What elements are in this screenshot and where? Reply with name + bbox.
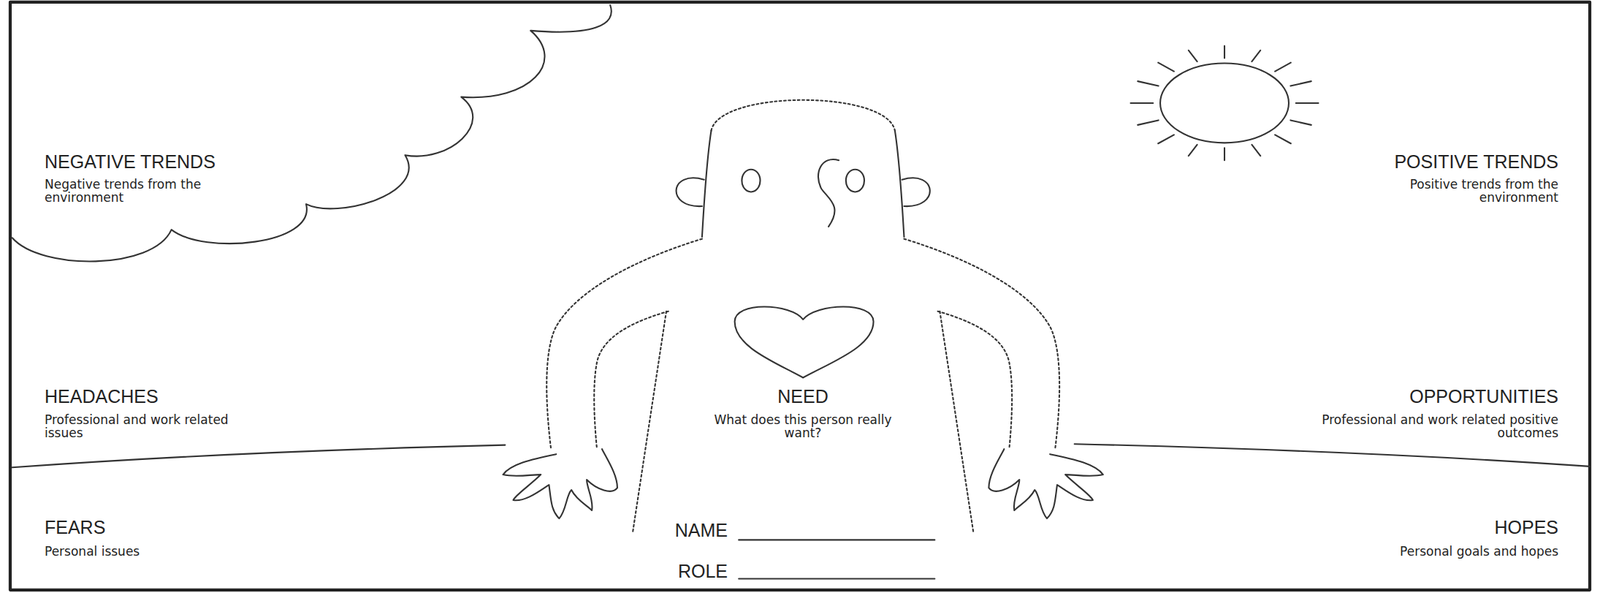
arm-inner <box>593 311 669 449</box>
head-top <box>710 100 895 131</box>
hand <box>503 448 618 518</box>
section-description: Professional and work related positive o… <box>1309 412 1559 440</box>
head-side <box>894 130 905 237</box>
section-heading: POSITIVE TRENDS <box>1393 150 1559 173</box>
heart <box>734 306 874 377</box>
horizon-line <box>12 444 506 468</box>
body-outline <box>546 238 703 450</box>
ear <box>902 177 931 207</box>
sun <box>1160 63 1289 144</box>
hand <box>988 448 1103 518</box>
figure-right-half <box>846 130 1104 533</box>
section-description: Positive trends from the environment <box>1339 177 1559 204</box>
section-heading: HEADACHES <box>44 385 159 407</box>
field-label: NAME <box>675 518 728 541</box>
role-field-line <box>738 577 935 579</box>
section-heading: FEARS <box>44 515 106 538</box>
torso-side <box>939 311 974 533</box>
section-heading: HOPES <box>1494 515 1559 538</box>
section-heading: NEED <box>777 385 828 407</box>
field-label: ROLE <box>677 559 728 582</box>
name-field-line <box>738 538 935 540</box>
section-description: Personal goals and hopes <box>1390 544 1559 558</box>
ear <box>676 177 705 207</box>
eye <box>741 169 760 193</box>
section-heading: NEGATIVE TRENDS <box>44 150 216 173</box>
section-heading: OPPORTUNITIES <box>1409 385 1559 407</box>
torso-side <box>632 311 667 533</box>
arm-inner <box>938 311 1013 449</box>
body-outline <box>903 238 1060 450</box>
sun-rays <box>1130 46 1319 160</box>
section-description: Professional and work related issues <box>44 412 235 440</box>
figure-left-half <box>503 130 761 533</box>
section-description: What does this person really want? <box>704 412 902 440</box>
section-description: Personal issues <box>44 544 235 558</box>
eye <box>846 169 865 193</box>
section-description: Negative trends from the environment <box>44 177 264 204</box>
canvas-frame <box>10 2 1590 590</box>
nose <box>818 159 839 227</box>
cloud <box>12 5 612 261</box>
head-side <box>702 130 712 237</box>
horizon-line <box>1074 443 1590 467</box>
